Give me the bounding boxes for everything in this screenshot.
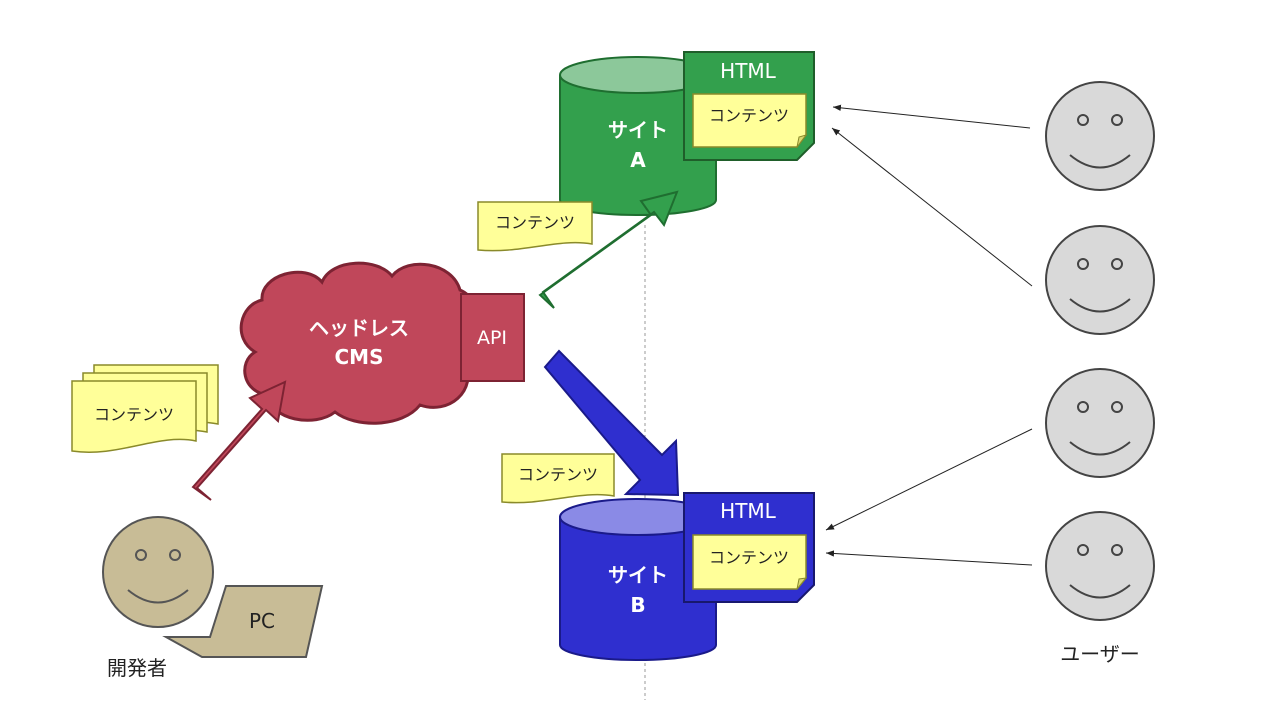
site-b-label-line2: B xyxy=(630,593,645,617)
user2-to-site-a-arrow xyxy=(831,127,1033,287)
site-a-html-document: HTML コンテンツ xyxy=(683,51,815,161)
cms-to-site-a-arrow xyxy=(538,190,679,309)
cms-label-line1: ヘッドレス xyxy=(309,316,409,340)
api-label: API xyxy=(477,327,507,349)
cms-to-site-b-arrow xyxy=(543,349,680,497)
users-label: ユーザー xyxy=(1060,642,1140,666)
headless-cms-cloud: ヘッドレス CMS xyxy=(239,261,481,425)
user-face-icon-4 xyxy=(1045,511,1155,621)
site-b-html-label: HTML xyxy=(720,499,777,523)
site-a-label-line2: A xyxy=(630,148,646,172)
site-b-label-line1: サイト xyxy=(608,563,668,587)
content-note-stack: コンテンツ xyxy=(71,364,219,453)
content-note-to-site-a: コンテンツ xyxy=(477,201,593,252)
site-a-html-label: HTML xyxy=(720,59,777,83)
cms-label-line2: CMS xyxy=(335,345,384,369)
content-note-stack-label: コンテンツ xyxy=(94,405,174,424)
user-face-icon-3 xyxy=(1045,368,1155,478)
developer-face-icon xyxy=(102,516,214,628)
user1-to-site-a-arrow xyxy=(832,104,1031,129)
content-note-a-label: コンテンツ xyxy=(495,213,575,232)
api-box: API xyxy=(460,293,525,382)
site-a-label-line1: サイト xyxy=(608,118,668,142)
content-note-to-site-b: コンテンツ xyxy=(501,453,615,504)
user4-to-site-b-arrow xyxy=(825,550,1033,566)
laptop-icon: PC xyxy=(162,585,324,658)
content-note-b-label: コンテンツ xyxy=(518,465,598,484)
user-face-icon-1 xyxy=(1045,81,1155,191)
site-b-content-label: コンテンツ xyxy=(709,548,789,567)
site-b-database: サイト B xyxy=(559,498,717,661)
user-face-icon-2 xyxy=(1045,225,1155,335)
site-a-content-label: コンテンツ xyxy=(709,106,789,125)
laptop-label: PC xyxy=(249,609,275,633)
developer-to-cms-arrow xyxy=(191,380,287,501)
user3-to-site-b-arrow xyxy=(825,428,1033,531)
developer-label: 開発者 xyxy=(107,656,167,680)
site-b-html-document: HTML コンテンツ xyxy=(683,492,815,603)
